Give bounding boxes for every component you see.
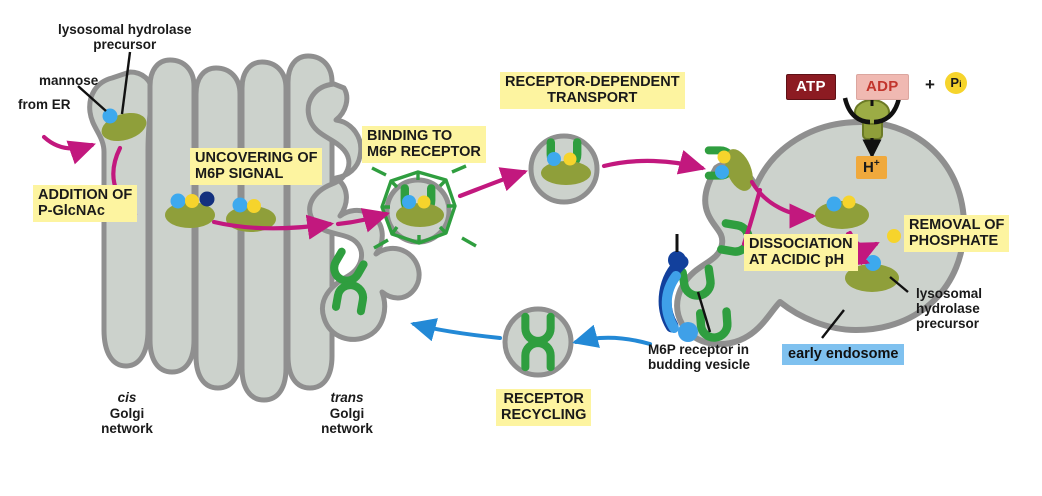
clathrin-coated-budding-vesicle — [371, 164, 477, 250]
lysosomal-hydrolase-icon — [725, 149, 753, 191]
receptor-cargo-complex-at-endosome — [709, 145, 753, 191]
pi-main-text: P — [950, 75, 960, 90]
vesicle-to-golgi-arrow — [410, 318, 502, 342]
label-trans-golgi-italic: trans — [330, 390, 364, 405]
mannose-residue-icon — [102, 108, 118, 124]
label-m6p-receptor-in-budding-vesicle: M6P receptor in budding vesicle — [648, 342, 751, 373]
mannose-residue-icon — [232, 197, 248, 213]
phosphate-group-icon — [417, 195, 431, 209]
label-mannose: mannose — [39, 73, 99, 88]
hydrolase-dissociated — [815, 195, 869, 229]
lysosomal-hydrolase-icon — [396, 203, 444, 227]
lysosomal-hydrolase-icon — [165, 202, 215, 228]
cargo-release-arrow — [749, 179, 817, 229]
receptor-recycling-arrows — [410, 318, 652, 348]
transport-to-endosome-arrow — [601, 149, 707, 175]
endosome-to-vesicle-arrow — [572, 324, 652, 348]
label-addition-of-p-glcnac: ADDITION OF P-GlcNAc — [33, 185, 138, 223]
atp-label: ATP — [786, 74, 836, 100]
hydrolase-in-cis-golgi — [101, 108, 147, 142]
atp-to-pump-arrow — [842, 97, 871, 125]
glcnac-residue-icon — [199, 191, 215, 207]
label-lysosomal-hydrolase-precursor-top: lysosomal hydrolase precursor — [58, 22, 192, 53]
golgi-cisterna-4 — [239, 59, 289, 403]
label-trans-golgi-network: Golgi network — [321, 406, 373, 437]
label-dissociation-at-acidic-ph: DISSOCIATION AT ACIDIC pH — [744, 234, 858, 272]
label-uncovering-of-m6p-signal: UNCOVERING OF M6P SIGNAL — [190, 148, 323, 186]
label-cis-golgi-network: Golgi network — [101, 406, 153, 437]
phosphate-group-icon — [717, 150, 731, 164]
budding-to-vesicle-arrow — [457, 167, 528, 199]
lysosomal-hydrolase-icon — [845, 264, 899, 292]
proton-superscript: + — [873, 158, 880, 169]
phosphate-group-icon — [842, 195, 856, 209]
leader-lines — [77, 51, 909, 339]
pump-to-adp-arrow — [873, 97, 902, 125]
phosphate-group-icon — [247, 199, 261, 213]
label-early-endosome: early endosome — [782, 344, 905, 366]
label-binding-to-m6p-receptor: BINDING TO M6P RECEPTOR — [362, 126, 486, 164]
mannose-residue-icon — [826, 196, 842, 212]
mannose-residue-icon — [547, 152, 561, 166]
phosphate-group-icon — [185, 194, 199, 208]
transport-vesicle — [528, 133, 600, 205]
leader-hydrolase-right — [889, 276, 909, 293]
free-phosphate-icon — [887, 229, 901, 243]
early-endosome — [658, 119, 967, 348]
label-receptor-recycling: RECEPTOR RECYCLING — [496, 389, 592, 427]
mannose-residue-icon — [170, 193, 186, 209]
label-removal-of-phosphate: REMOVAL OF PHOSPHATE — [904, 215, 1010, 253]
plus-sign: + — [925, 75, 935, 94]
leader-early-endosome — [821, 309, 845, 339]
vesicle-coat-icon — [658, 234, 698, 342]
lysosomal-hydrolase-icon — [541, 161, 591, 185]
label-receptor-dependent-transport: RECEPTOR-DEPENDENT TRANSPORT — [500, 72, 685, 110]
mannose-residue-icon — [715, 165, 729, 179]
proton-label: H+ — [856, 156, 887, 179]
adp-label: ADP — [856, 74, 909, 100]
leader-hydrolase-top — [120, 51, 132, 115]
coat-protein-icon — [678, 322, 698, 342]
mannose-residue-icon — [402, 195, 416, 209]
leader-m6p-receptor-vesicle — [696, 291, 712, 333]
hydrolase-with-p-glcnac — [165, 191, 215, 228]
pi-subscript: i — [959, 79, 962, 89]
proton-main-text: H — [863, 159, 874, 176]
label-lysosomal-hydrolase-precursor-right: lysosomal hydrolase precursor — [916, 286, 983, 332]
from-er-arrow — [41, 134, 96, 165]
clathrin-coat-icon — [371, 164, 477, 250]
leader-mannose — [77, 85, 107, 112]
recycling-vesicle — [502, 306, 574, 378]
inorganic-phosphate-label: Pi — [945, 72, 967, 94]
label-cis-golgi-italic: cis — [117, 390, 137, 405]
label-from-er: from ER — [18, 97, 71, 112]
lysosomal-hydrolase-icon — [815, 201, 869, 229]
coat-protein-icon — [668, 251, 686, 269]
to-receptor-arrow — [335, 208, 391, 233]
phosphate-group-icon — [563, 152, 577, 166]
uncovering-arrow — [211, 214, 335, 240]
